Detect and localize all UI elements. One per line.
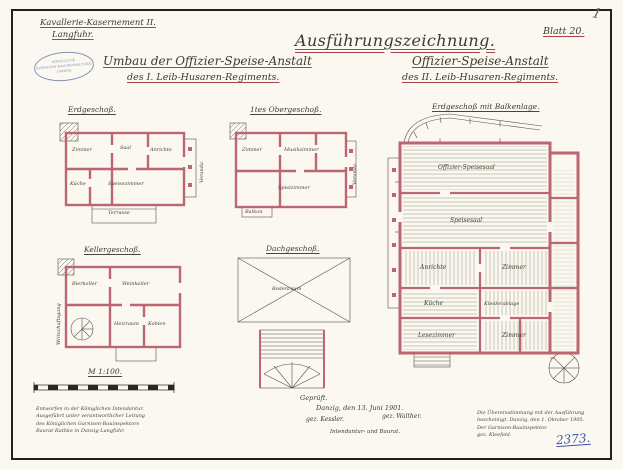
sheet-number: Blatt 20. xyxy=(543,26,585,37)
room-label-wirtschaftsgang: Wirtschaftsgang xyxy=(56,303,62,345)
room-label-spielzimmer: Spielzimmer xyxy=(278,185,310,191)
plan-title-erdgeschoss: Erdgeschoß. xyxy=(68,105,116,114)
footer-right-line3: Der Garnison-Bauinspektor. xyxy=(477,424,548,431)
room-label-zimmer-1: Zimmer xyxy=(502,264,526,271)
room-label-kohlen: Kohlen xyxy=(148,321,166,327)
footer-left-line3: des Königlichen Garnison-Bauinspektors xyxy=(36,420,140,427)
footer-left-note: Entworfen in der Königlichen Intendantur… xyxy=(36,406,145,435)
sheet-border-frame xyxy=(11,9,612,460)
footer-right-note: Die Übereinstimmung mit der Ausführung b… xyxy=(477,410,584,439)
plan-dachgeschoss: Dachgeschoß. xyxy=(230,242,365,397)
document-number: 2373. xyxy=(555,430,591,448)
room-label-heizraum: Heizraum xyxy=(114,321,139,327)
room-label-weinkeller: Weinkeller xyxy=(122,281,150,287)
scale-label: M 1:100. xyxy=(88,367,123,376)
plan-title-dachgeschoss: Dachgeschoß. xyxy=(266,244,320,253)
dachgeschoss-plan-drawing xyxy=(237,257,351,389)
room-label-lesezimmer: Lesezimmer xyxy=(418,332,456,339)
room-label-saal: Saal xyxy=(120,145,131,151)
footer-signature-left: gez. Kessler. xyxy=(306,416,344,423)
station-title-line2: Langfuhr. xyxy=(52,30,94,40)
station-title-line1: Kavallerie-Kasernement II. xyxy=(40,18,156,28)
footer-role-line: Intendantur- und Baurat. xyxy=(330,429,401,435)
footer-place-date: Danzig, den 13. Juni 1901. xyxy=(316,404,404,412)
obergeschoss-plan-drawing xyxy=(229,122,357,218)
room-label-kueche: Küche xyxy=(70,181,86,187)
room-label-musikzimmer: Musikzimmer xyxy=(284,147,319,153)
room-label-bodenraum: Bodenraum xyxy=(272,286,302,292)
footer-left-line4: Baurat Rathke in Danzig-Langfuhr. xyxy=(36,427,125,434)
room-label-balkon: Balkon xyxy=(245,209,263,215)
room-label-veranda: Veranda xyxy=(199,162,205,183)
left-project-title-line1: Umbau der Offizier-Speise-Anstalt xyxy=(103,54,312,68)
plan-obergeschoss: 1tes Obergeschoß. xyxy=(226,103,361,238)
main-title: Ausführungszeichnung. xyxy=(295,31,496,50)
footer-right-line2: bescheinigt. Danzig, den 1. Oktober 1905… xyxy=(477,417,585,424)
room-label-veranda: Veranda xyxy=(352,164,358,185)
room-label-terrasse: Terrasse xyxy=(108,210,130,216)
room-label-zimmer: Zimmer xyxy=(242,147,262,153)
plan-balkenlage: Erdgeschoß mit Balkenlage. xyxy=(380,98,595,398)
plan-kellergeschoss: Kellergeschoß. xyxy=(50,243,210,378)
plan-erdgeschoss: Erdgeschoß. xyxy=(52,103,212,243)
room-label-bierkeller: Bierkeller xyxy=(72,281,98,287)
footer-left-line1: Entworfen in der Königlichen Intendantur… xyxy=(36,406,144,412)
room-label-zimmer: Zimmer xyxy=(72,147,92,153)
plan-title-kellergeschoss: Kellergeschoß. xyxy=(84,245,141,254)
scale-bar xyxy=(33,382,175,393)
plan-title-balkenlage: Erdgeschoß mit Balkenlage. xyxy=(432,102,540,111)
room-label-offizier-speisesaal: Offizier-Speisesaal xyxy=(438,164,495,171)
room-label-speisezimmer: Speisezimmer xyxy=(108,181,144,187)
room-label-speisesaal: Speisesaal xyxy=(450,217,483,224)
room-label-zimmer-2: Zimmer xyxy=(502,332,526,339)
left-project-title-line2: des I. Leib-Husaren-Regiments. xyxy=(127,72,280,83)
kellergeschoss-plan-drawing xyxy=(57,258,182,362)
footer-approved-label: Geprüft. xyxy=(300,394,328,402)
room-label-kueche: Küche xyxy=(424,300,443,307)
room-label-anrichte: Anrichte xyxy=(150,147,172,153)
room-label-kleiderablage: Kleiderablage xyxy=(484,301,520,307)
footer-right-line4: gez. Kleefeld. xyxy=(477,431,512,438)
right-project-title-line2: des II. Leib-Husaren-Regiments. xyxy=(402,72,559,83)
footer-right-line1: Die Übereinstimmung mit der Ausführung xyxy=(477,410,585,416)
footer-left-line2: Ausgeführt unter verantwortlicher Leitun… xyxy=(36,413,145,420)
erdgeschoss-plan-drawing xyxy=(59,122,197,224)
footer-signature-right: gez. Walther. xyxy=(382,413,422,420)
right-project-title-line1: Offizier-Speise-Anstalt xyxy=(412,54,549,68)
stamp-line3: DANZIG xyxy=(57,68,72,74)
balkenlage-plan-drawing xyxy=(387,113,580,384)
room-label-anrichte: Anrichte xyxy=(420,264,447,271)
plan-title-obergeschoss: 1tes Obergeschoß. xyxy=(250,105,322,114)
